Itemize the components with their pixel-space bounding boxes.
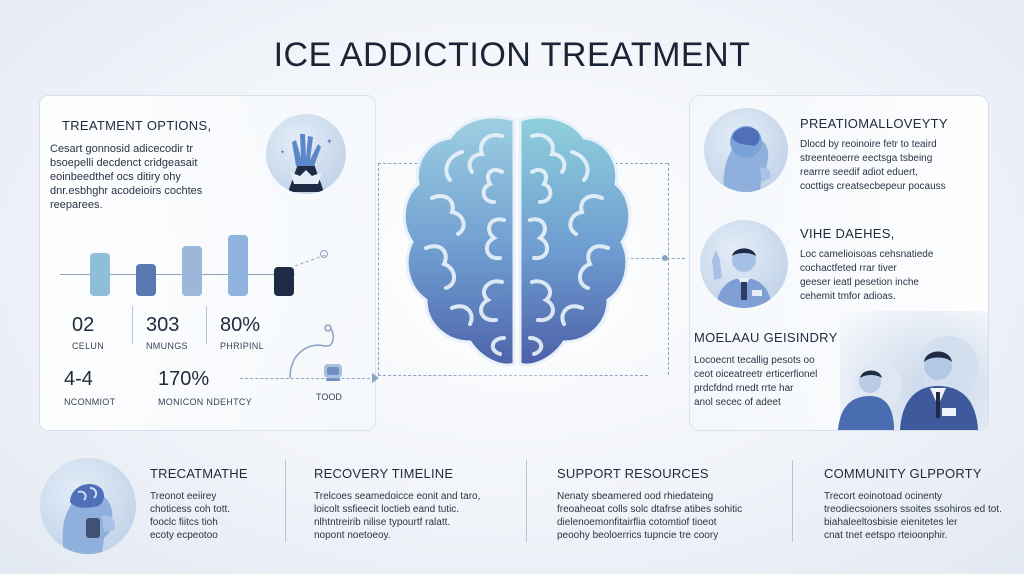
progress-bar-chart xyxy=(60,224,360,300)
block3-text: Locoecnt tecallig pesots oo ceot oiceatr… xyxy=(694,354,844,410)
text-line: ceot oiceatreetr erticerfionel xyxy=(694,369,818,380)
bottom-col3-text: Nenaty sbeamered ood rhiedateing freoahe… xyxy=(557,490,782,542)
brain-left-connector xyxy=(378,163,438,164)
tool-icon xyxy=(320,358,346,384)
text-line: rearrre seedif adiot eduert, xyxy=(800,167,918,178)
text-line: reeparees. xyxy=(50,199,103,211)
text-line: dnr.esbhghr acodeioirs cochtes xyxy=(50,185,203,197)
stat-label: CELUN xyxy=(72,341,105,351)
text-line: cocttigs creatsecbepeur pocauss xyxy=(800,181,946,192)
text-line: cochactfeted rrar tiver xyxy=(800,263,897,274)
left-bottom-connector xyxy=(240,378,375,379)
text-line: Trelcoes seamedoicce eonit and taro, xyxy=(314,491,481,502)
text-line: freoaheoat colls solc dtafrse atibes soh… xyxy=(557,504,743,515)
stat-value: 4-4 xyxy=(64,368,93,390)
chart-baseline xyxy=(60,274,295,275)
svg-text:✦: ✦ xyxy=(280,149,285,156)
block3-heading: MOELAAU GEISINDRY xyxy=(694,330,838,345)
text-line: Dlocd by reoinoire fetr to teaird xyxy=(800,139,937,150)
block2-text: Loc camelioisoas cehsnatiede cochactfete… xyxy=(800,248,980,304)
stat-divider xyxy=(132,306,133,344)
text-line: biahaleeltosbisie eienitetes ler xyxy=(824,517,958,528)
head-profile-icon xyxy=(704,108,788,192)
connector-dot xyxy=(662,255,668,261)
bars-group xyxy=(90,224,300,296)
text-line: cnat tnet eetspo rteioonphir. xyxy=(824,530,948,541)
stat-label: NCONMIOT xyxy=(64,397,116,407)
brain-illustration xyxy=(392,102,642,392)
text-line: Locoecnt tecallig pesots oo xyxy=(694,355,815,366)
stat-value: 303 xyxy=(146,314,180,336)
text-line: geeser ieatl pesetion inche xyxy=(800,277,919,288)
treatment-options-panel: TREATMENT OPTIONS, Cesart gonnosid adice… xyxy=(40,96,375,430)
text-line: bsoepelli decdenct cridgeasait xyxy=(50,157,198,169)
text-line: dielenoemonfitairflia cotomtiof tioeot xyxy=(557,517,717,528)
bottom-divider xyxy=(526,460,527,542)
head-brain-icon xyxy=(40,458,136,554)
text-line: ecoty ecpeotoo xyxy=(150,530,218,541)
stat-4: 4-4 NCONMIOT xyxy=(64,368,115,407)
stat-label: PHRIPINL xyxy=(220,341,264,351)
bottom-col1-title: TRECATMATHE xyxy=(150,466,248,481)
chart-bar xyxy=(182,246,202,296)
stat-divider xyxy=(206,306,207,344)
text-line: streenteoerre eectsga tsbeing xyxy=(800,153,933,164)
chart-bar xyxy=(228,235,248,296)
stat-5: 170% MONICON NDEHTCY xyxy=(158,368,252,407)
treatment-options-heading: TREATMENT OPTIONS, xyxy=(62,118,212,133)
block1-heading: PREATIOMALLOVEYTY xyxy=(800,116,948,131)
stat-label: MONICON NDEHTCY xyxy=(158,397,252,407)
stat-value: 170% xyxy=(158,368,210,390)
brain-right-connector xyxy=(590,163,668,164)
chart-node-dot xyxy=(320,250,328,258)
bottom-col2-title: RECOVERY TIMELINE xyxy=(314,466,454,481)
stat-label: NMUNGS xyxy=(146,341,188,351)
chart-bar xyxy=(90,253,110,296)
bottom-divider xyxy=(285,460,286,542)
block1-text: Dlocd by reoinoire fetr to teaird streen… xyxy=(800,138,980,194)
bottom-col4-text: Trecort eoinotoad ocinenty treodiecsoion… xyxy=(824,490,1014,542)
brain-left-vertical xyxy=(378,163,379,375)
text-line: fooclc fiitcs tioh xyxy=(150,517,218,528)
stat-1: 02 CELUN xyxy=(72,314,104,351)
bottom-divider xyxy=(792,460,793,542)
text-line: Treonot eeiirey xyxy=(150,491,217,502)
svg-text:✦: ✦ xyxy=(326,137,333,146)
connector-curve xyxy=(289,324,335,379)
text-line: Nenaty sbeamered ood rhiedateing xyxy=(557,491,714,502)
text-line: Trecort eoinotoad ocinenty xyxy=(824,491,943,502)
text-line: eoinbeedthef ocs ditiry ohy xyxy=(50,171,181,183)
bottom-col2-text: Trelcoes seamedoicce eonit and taro, loi… xyxy=(314,490,514,542)
text-line: Cesart gonnosid adicecodir tr xyxy=(50,143,194,155)
tool-label: TOOD xyxy=(316,392,342,402)
counselor-people-illustration xyxy=(838,336,988,430)
chart-bar xyxy=(136,264,156,296)
bottom-col3-title: SUPPORT RESOURCES xyxy=(557,466,709,481)
arrow-right-icon xyxy=(372,373,379,383)
treatment-options-text: Cesart gonnosid adicecodir tr bsoepelli … xyxy=(50,142,280,212)
bottom-col4-title: COMMUNITY GLPPORTY xyxy=(824,466,982,481)
stat-value: 80% xyxy=(220,314,261,336)
stat-2: 303 NMUNGS xyxy=(146,314,188,351)
text-line: choticess coh tott. xyxy=(150,504,231,515)
text-line: nopont noetoeoy. xyxy=(314,530,391,541)
text-line: peoohy beoloerrics tupncie tre coory xyxy=(557,530,719,541)
text-line: loicolt ssfieecit loctieb eand tutic. xyxy=(314,504,460,515)
text-line: treodiecsoioners ssoites ssohiros ed tot… xyxy=(824,504,1002,515)
text-line: prdcfdnd rnedt rrte har xyxy=(694,383,794,394)
bottom-col1-text: Treonot eeiirey choticess coh tott. fooc… xyxy=(150,490,275,542)
text-line: cehemit tmfor adioas. xyxy=(800,291,896,302)
text-line: Loc camelioisoas cehsnatiede xyxy=(800,249,934,260)
text-line: anol secec of adeet xyxy=(694,397,781,408)
stat-3: 80% PHRIPINL xyxy=(220,314,264,351)
brain-right-vertical xyxy=(668,163,669,375)
block2-heading: VIHE DAEHES, xyxy=(800,226,895,241)
professional-person-icon xyxy=(700,220,788,308)
text-line: nlhtntreirib nilise typourtf ralatt. xyxy=(314,517,451,528)
stat-value: 02 xyxy=(72,314,95,336)
hands-icon: ✦ ✦ xyxy=(266,114,346,194)
chart-bar xyxy=(274,267,294,296)
page-title: ICE ADDICTION TREATMENT xyxy=(273,36,751,74)
